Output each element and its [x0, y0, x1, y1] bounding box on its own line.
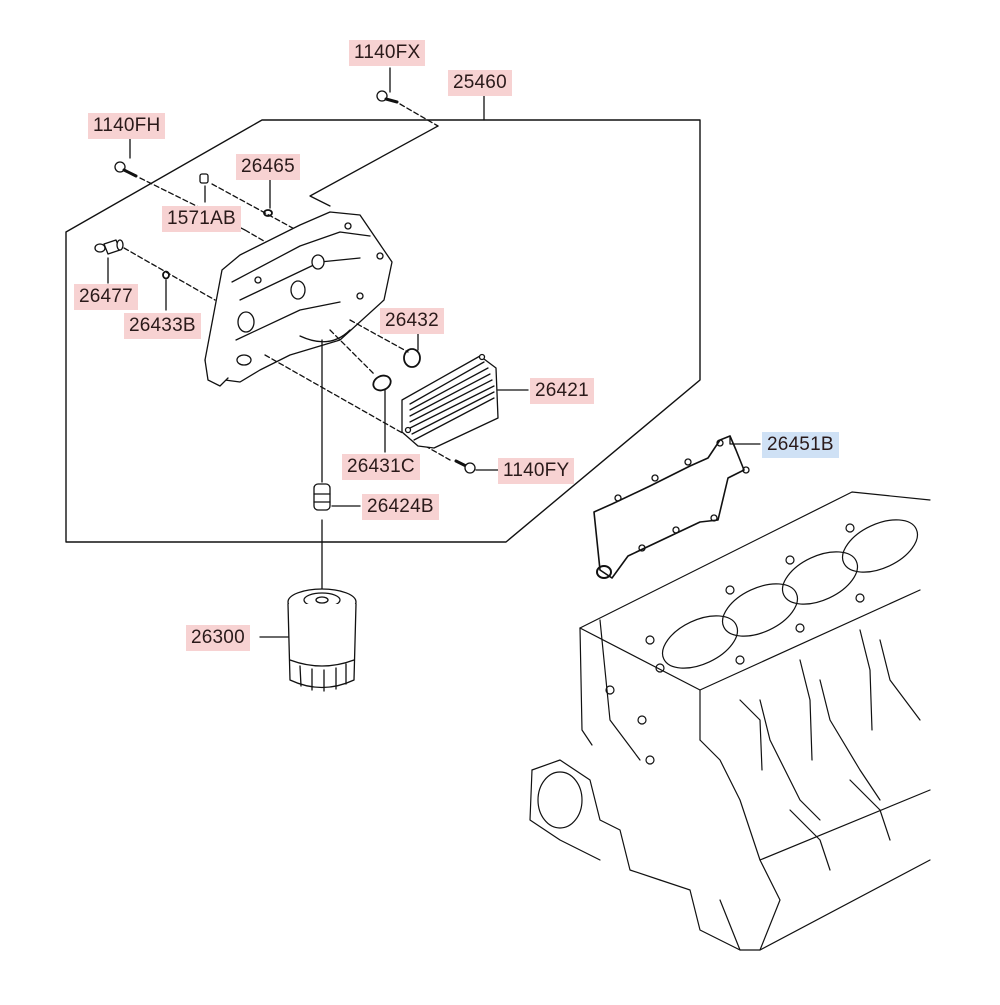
label-1140fy[interactable]: 1140FY [498, 458, 575, 484]
o-ring-26433b[interactable] [163, 272, 169, 279]
dash-1571ab [212, 184, 300, 232]
label-1140fh[interactable]: 1140FH [88, 113, 166, 139]
leader-26451b [730, 436, 760, 444]
cylinder-block [530, 492, 930, 950]
o-ring-26465[interactable] [264, 210, 272, 216]
label-25460[interactable]: 25460 [448, 70, 512, 96]
label-26431c[interactable]: 26431C [342, 454, 420, 480]
dash-1140fx [400, 104, 438, 126]
gasket-26451b[interactable] [594, 436, 749, 578]
label-26300[interactable]: 26300 [186, 625, 250, 651]
bolt-1140fy[interactable] [456, 461, 475, 473]
label-26465[interactable]: 26465 [236, 154, 300, 180]
label-26433b[interactable]: 26433B [124, 313, 201, 339]
label-26424b[interactable]: 26424B [362, 494, 439, 520]
oil-filter-26300[interactable] [288, 589, 356, 691]
oil-cooler-26421[interactable] [402, 355, 498, 449]
dash-housing-26432 [350, 320, 408, 352]
label-1571ab[interactable]: 1571AB [162, 206, 241, 232]
label-26421[interactable]: 26421 [530, 378, 594, 404]
assembly-boundary [66, 120, 700, 542]
oil-filter-housing[interactable] [205, 212, 392, 386]
label-26451b[interactable]: 26451B [762, 432, 839, 458]
label-1140fx[interactable]: 1140FX [349, 40, 426, 66]
plug-1571ab[interactable] [200, 174, 208, 183]
fitting-26477[interactable] [95, 240, 123, 254]
label-26432[interactable]: 26432 [380, 308, 444, 334]
label-26477[interactable]: 26477 [74, 284, 138, 310]
connector-26424b[interactable] [314, 484, 330, 510]
o-ring-26432[interactable] [404, 349, 420, 367]
dash-housing-26431c [330, 330, 375, 375]
bolt-1140fh[interactable] [115, 162, 136, 176]
bolt-1140fx[interactable] [377, 91, 397, 102]
o-ring-26431c[interactable] [371, 373, 393, 393]
leader-25460-inner [310, 126, 438, 206]
